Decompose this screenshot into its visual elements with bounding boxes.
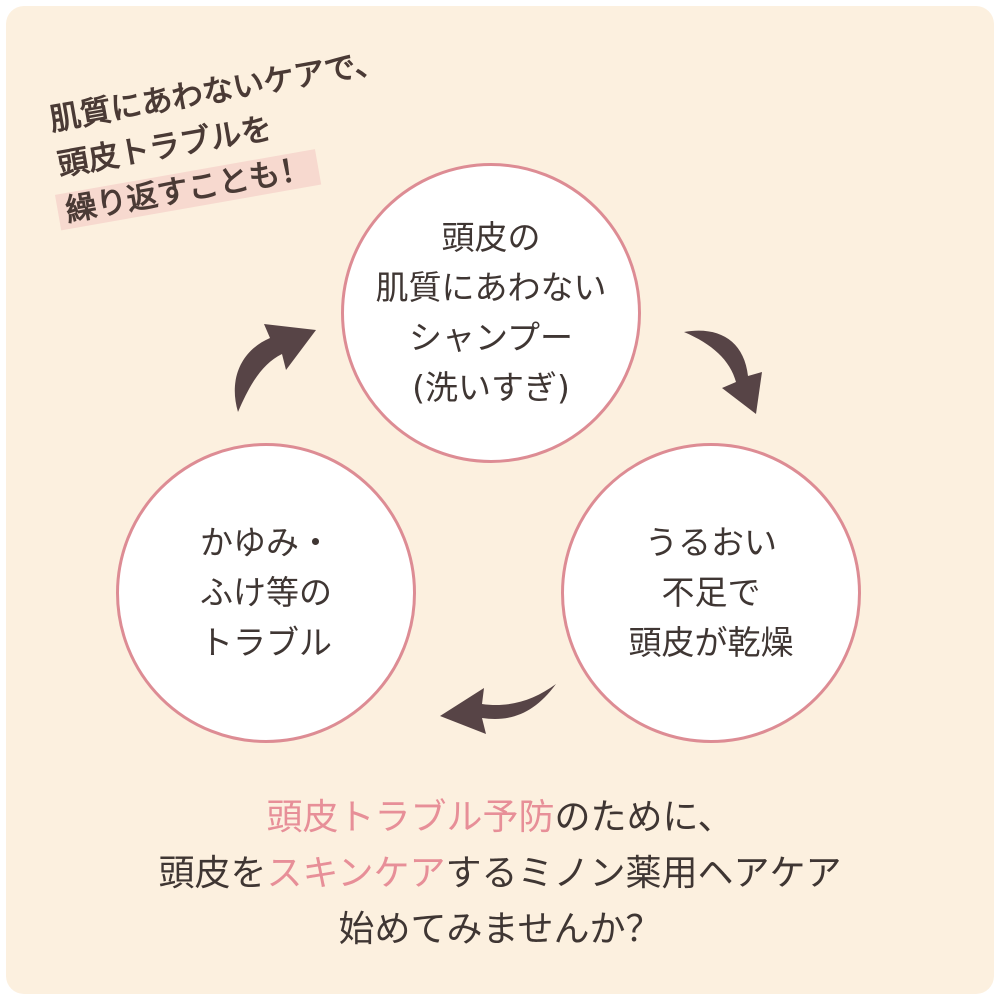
- cycle-step-text: 頭皮が乾燥: [628, 623, 794, 662]
- cycle-step-text: シャンプー: [408, 318, 573, 357]
- cycle-step-text: (洗いすぎ): [412, 368, 570, 407]
- message-highlight-skincare: スキンケア: [266, 853, 446, 894]
- curved-arrow-icon: [234, 324, 316, 412]
- message-line-1: 頭皮トラブル予防のために、: [6, 790, 994, 846]
- tagline: 肌質にあわないケアで、 頭皮トラブルを 繰り返すことも！: [46, 39, 405, 234]
- cycle-step-text: うるおい: [645, 523, 777, 562]
- message-line-2: 頭皮をスキンケアするミノン薬用ヘアケア: [6, 846, 994, 902]
- curved-arrow-icon: [440, 684, 556, 734]
- message-line-3: 始めてみませんか？: [338, 909, 662, 950]
- message-highlight-prevention: 頭皮トラブル予防: [266, 797, 555, 838]
- curved-arrow-icon: [684, 330, 762, 414]
- message-text: するミノン薬用ヘアケア: [445, 853, 842, 894]
- message-text: のために、: [554, 797, 734, 838]
- cycle-step-text: かゆみ・: [200, 523, 332, 562]
- cycle-step-shampoo: 頭皮の 肌質にあわない シャンプー (洗いすぎ): [341, 163, 641, 463]
- cycle-step-text: 肌質にあわない: [375, 268, 607, 307]
- card: 肌質にあわないケアで、 頭皮トラブルを 繰り返すことも！ 頭皮の 肌質にあわない…: [6, 6, 994, 994]
- cycle-step-text: ふけ等の: [200, 573, 332, 612]
- bottom-message: 頭皮トラブル予防のために、 頭皮をスキンケアするミノン薬用ヘアケア 始めてみませ…: [6, 790, 994, 958]
- cycle-step-dryness: うるおい 不足で 頭皮が乾燥: [561, 443, 861, 743]
- cycle-step-text: 頭皮の: [441, 218, 541, 257]
- cycle-step-text: トラブル: [200, 623, 332, 662]
- cycle-step-text: 不足で: [661, 573, 761, 612]
- message-text: 頭皮を: [158, 853, 267, 894]
- cycle-step-trouble: かゆみ・ ふけ等の トラブル: [116, 443, 416, 743]
